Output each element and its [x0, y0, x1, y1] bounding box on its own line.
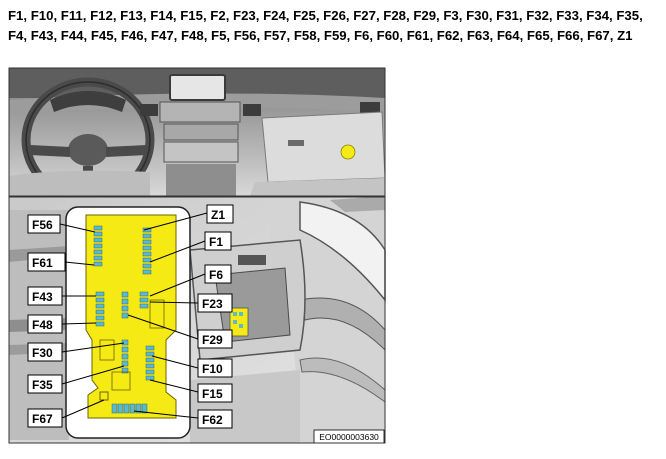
callout-f56: F56 [32, 218, 53, 232]
callout-f35: F35 [32, 378, 53, 392]
fuse-slots-bottom [111, 403, 148, 414]
callout-f23: F23 [202, 297, 223, 311]
callout-z1: Z1 [211, 208, 225, 222]
callout-f62: F62 [202, 413, 223, 427]
reference-code: EO0000003630 [319, 432, 379, 442]
callout-labels-left: F56 F61 F43 F48 F30 F35 F67 [32, 218, 53, 426]
callout-f61: F61 [32, 256, 53, 270]
callout-f29: F29 [202, 333, 223, 347]
fuse-slots-center [121, 291, 129, 374]
fuse-list-heading: F1, F10, F11, F12, F13, F14, F15, F2, F2… [8, 8, 643, 43]
callout-f48: F48 [32, 318, 53, 332]
callout-f30: F30 [32, 346, 53, 360]
callout-leader-lines [59, 212, 208, 419]
reference-code-tag: EO0000003630 [313, 429, 385, 444]
fuse-slots-right [139, 227, 155, 381]
dashboard-overview-panel [9, 68, 386, 203]
callout-f43: F43 [32, 290, 53, 304]
callout-f1: F1 [209, 235, 223, 249]
callout-boxes-right [197, 204, 234, 429]
callout-f10: F10 [202, 362, 223, 376]
callout-f67: F67 [32, 412, 53, 426]
top-panel-border [8, 67, 386, 197]
bottom-panel-border [8, 196, 386, 444]
fuse-box-detail [65, 206, 191, 439]
fuse-box-location-marker [340, 144, 356, 160]
callout-f6: F6 [209, 268, 223, 282]
callout-f15: F15 [202, 387, 223, 401]
fuse-slots-left [93, 225, 105, 327]
callout-boxes-left [27, 214, 66, 428]
callout-labels-right: Z1 F1 F6 F23 F29 F10 F15 F62 [202, 208, 225, 427]
installed-fuse-box-small [229, 307, 249, 337]
